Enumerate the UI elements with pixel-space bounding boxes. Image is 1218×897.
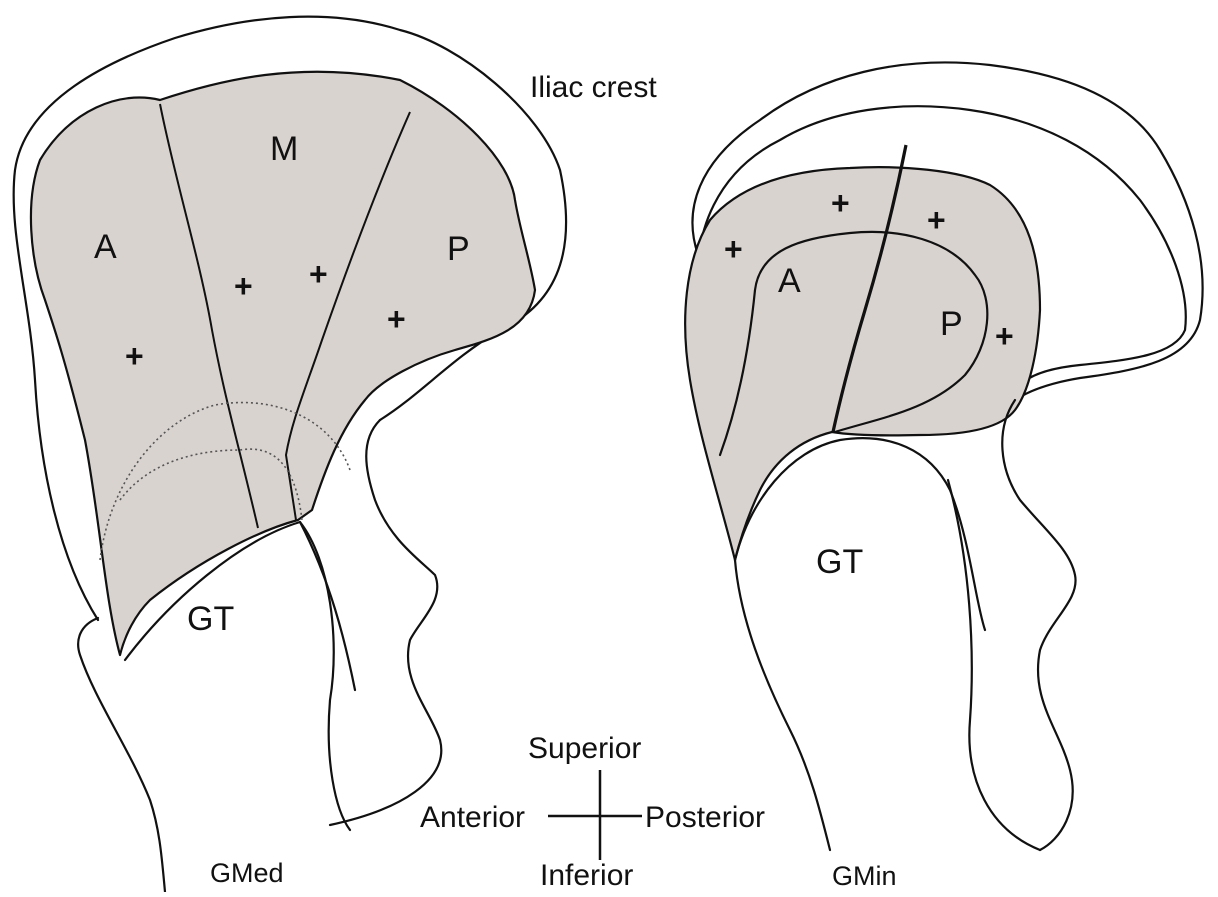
gmin-figure: A P GT + + + + GMin <box>685 62 1202 891</box>
compass-anterior-label: Anterior <box>420 801 525 834</box>
gmed-label-gt: GT <box>187 600 234 638</box>
gmed-figure: A M P GT + + + + GMed <box>14 17 566 892</box>
gmin-plus-marker: + <box>831 185 850 221</box>
gmin-plus-marker: + <box>724 231 743 267</box>
gmed-plus-marker: + <box>387 301 406 337</box>
gmin-ischium-outline <box>1002 400 1075 850</box>
gmed-plus-marker: + <box>234 268 253 304</box>
gmed-label-anterior: A <box>94 228 117 266</box>
gmed-plus-marker: + <box>309 256 328 292</box>
orientation-compass: Superior Inferior Anterior Posterior <box>420 732 765 892</box>
gmin-caption: GMin <box>832 861 897 891</box>
gmed-femur-left-edge <box>78 618 165 892</box>
gmin-attachment-region <box>685 167 1040 560</box>
gmed-femur-shaft-right <box>300 522 355 690</box>
gmin-label-posterior: P <box>940 305 963 343</box>
compass-inferior-label: Inferior <box>540 859 633 892</box>
gmin-plus-marker: + <box>927 202 946 238</box>
gmed-plus-marker: + <box>125 338 144 374</box>
iliac-crest-label: Iliac crest <box>530 71 657 104</box>
gmin-label-gt: GT <box>816 543 863 581</box>
compass-superior-label: Superior <box>528 732 641 765</box>
gmed-ischium-outline <box>330 420 441 825</box>
compass-posterior-label: Posterior <box>645 801 765 834</box>
gmin-label-anterior: A <box>778 262 801 300</box>
gmin-femur-right-edge <box>948 480 1040 850</box>
gmed-label-posterior: P <box>447 230 470 268</box>
gmed-caption: GMed <box>210 858 284 888</box>
gmin-plus-marker: + <box>995 318 1014 354</box>
gmed-label-middle: M <box>270 130 298 168</box>
